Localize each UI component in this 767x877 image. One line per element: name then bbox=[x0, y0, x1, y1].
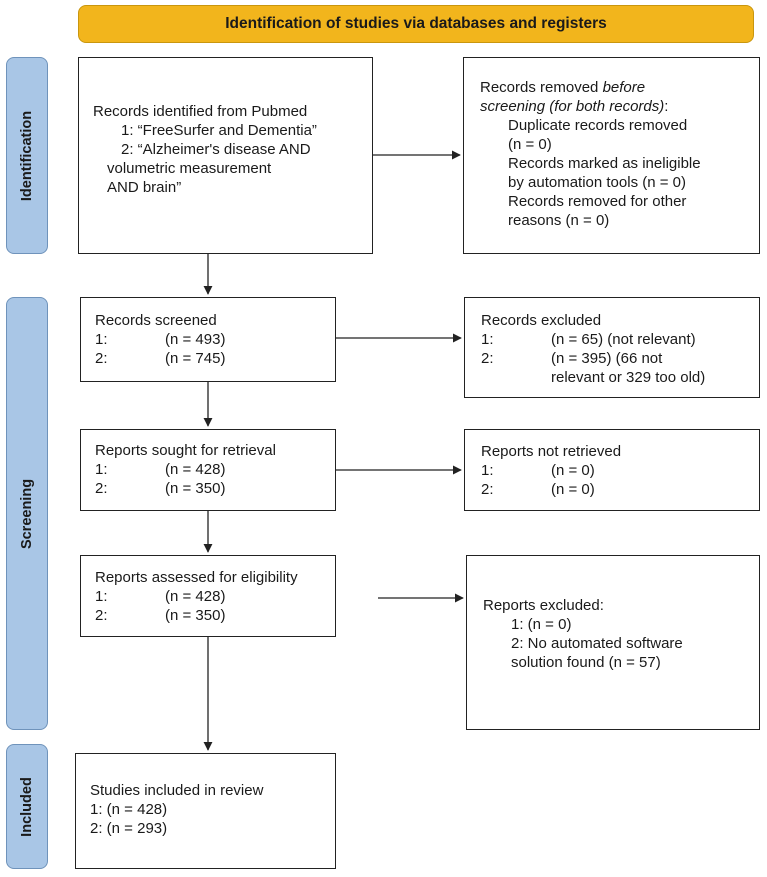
reports-assessed-box: Reports assessed for eligibility 1:(n = … bbox=[80, 555, 336, 637]
reports-sought-title: Reports sought for retrieval bbox=[95, 442, 276, 459]
records-screened-box: Records screened 1:(n = 493) 2:(n = 745) bbox=[80, 297, 336, 382]
reports-sought-box: Reports sought for retrieval 1:(n = 428)… bbox=[80, 429, 336, 511]
reports-assessed-row-2: 2:(n = 350) bbox=[95, 607, 226, 624]
search-query-2: 2: “Alzheimer's disease AND bbox=[121, 141, 311, 158]
other-removed-records: Records removed for other bbox=[508, 193, 687, 210]
other-removed-records-cont: reasons (n = 0) bbox=[508, 212, 610, 229]
records-excluded-row-2: 2:(n = 395) (66 not bbox=[481, 350, 663, 367]
records-screened-row-2: 2:(n = 745) bbox=[95, 350, 226, 367]
reports-excluded-box: Reports excluded: 1: (n = 0) 2: No autom… bbox=[466, 555, 760, 730]
duplicate-records: Duplicate records removed bbox=[508, 117, 688, 134]
search-query-2-cont-a: volumetric measurement bbox=[107, 160, 272, 177]
records-excluded-row-1: 1:(n = 65) (not relevant) bbox=[481, 331, 696, 348]
records-identified-box: Records identified from Pubmed 1: “FreeS… bbox=[78, 57, 373, 254]
reports-excluded-title: Reports excluded: bbox=[483, 597, 604, 614]
duplicate-records-count: (n = 0) bbox=[508, 136, 552, 153]
reports-excluded-line-3: solution found (n = 57) bbox=[511, 654, 661, 671]
studies-included-line-2: 2: (n = 293) bbox=[90, 820, 168, 837]
reports-sought-row-1: 1:(n = 428) bbox=[95, 461, 226, 478]
studies-included-line-1: 1: (n = 428) bbox=[90, 801, 168, 818]
records-screened-title: Records screened bbox=[95, 312, 217, 329]
search-query-1: 1: “FreeSurfer and Dementia” bbox=[121, 122, 317, 139]
studies-included-title: Studies included in review bbox=[90, 782, 264, 799]
records-removed-box: Records removed before screening (for bo… bbox=[463, 57, 760, 254]
records-identified-title: Records identified from Pubmed bbox=[93, 103, 308, 120]
reports-excluded-line-1: 1: (n = 0) bbox=[511, 616, 572, 633]
records-excluded-title: Records excluded bbox=[481, 312, 602, 329]
records-screened-row-1: 1:(n = 493) bbox=[95, 331, 226, 348]
reports-not-retrieved-box: Reports not retrieved 1:(n = 0) 2:(n = 0… bbox=[464, 429, 760, 511]
studies-included-box: Studies included in review 1: (n = 428) … bbox=[75, 753, 336, 869]
records-excluded-row-2-cont: relevant or 329 too old) bbox=[551, 369, 706, 386]
phase-identification-label: Identification bbox=[6, 57, 48, 254]
reports-assessed-title: Reports assessed for eligibility bbox=[95, 569, 298, 586]
records-removed-title: Records removed before bbox=[480, 79, 646, 96]
records-removed-title-cont: screening (for both records): bbox=[480, 98, 669, 115]
reports-excluded-line-2: 2: No automated software bbox=[511, 635, 683, 652]
phase-included-label: Included bbox=[6, 744, 48, 869]
reports-not-retrieved-row-2: 2:(n = 0) bbox=[481, 481, 595, 498]
search-query-2-cont-b: AND brain” bbox=[107, 179, 182, 196]
header-title: Identification of studies via databases … bbox=[225, 15, 607, 32]
reports-sought-row-2: 2:(n = 350) bbox=[95, 480, 226, 497]
ineligible-records-cont: by automation tools (n = 0) bbox=[508, 174, 687, 191]
reports-not-retrieved-row-1: 1:(n = 0) bbox=[481, 462, 595, 479]
ineligible-records: Records marked as ineligible bbox=[508, 155, 701, 172]
phase-screening-label: Screening bbox=[6, 297, 48, 730]
phase-header-banner: Identification of studies via databases … bbox=[78, 5, 754, 43]
reports-not-retrieved-title: Reports not retrieved bbox=[481, 443, 622, 460]
records-excluded-box: Records excluded 1:(n = 65) (not relevan… bbox=[464, 297, 760, 398]
reports-assessed-row-1: 1:(n = 428) bbox=[95, 588, 226, 605]
